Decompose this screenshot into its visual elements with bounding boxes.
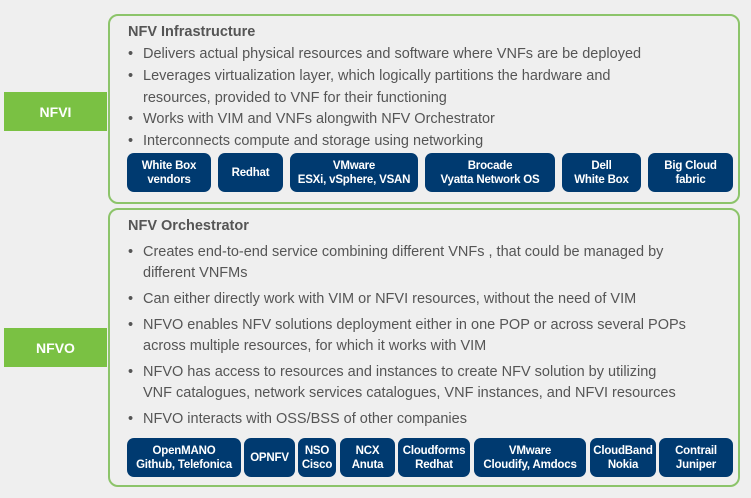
bullet-cont: VNF catalogues, network services catalog… [143, 385, 676, 401]
bullet: •Interconnects compute and storage using… [128, 133, 484, 149]
nfvi-panel: NFV Infrastructure •Delivers actual phys… [108, 14, 740, 204]
nfvo-title: NFV Orchestrator [128, 218, 249, 234]
bullet: •Delivers actual physical resources and … [128, 46, 642, 62]
vendor-chip: OPNFV [244, 438, 295, 477]
nfvi-label: NFVI [4, 92, 107, 131]
nfvi-title: NFV Infrastructure [128, 24, 256, 40]
bullet: •NFVO enables NFV solutions deployment e… [128, 317, 686, 333]
bullet: •Creates end-to-end service combining di… [128, 244, 664, 260]
bullet: •Can either directly work with VIM or NF… [128, 291, 637, 307]
nfvo-panel: NFV Orchestrator •Creates end-to-end ser… [108, 208, 740, 487]
vendor-chip: Redhat [218, 153, 283, 192]
bullet-cont: resources, provided to VNF for their fun… [143, 90, 447, 106]
bullet: •Leverages virtualization layer, which l… [128, 68, 611, 84]
bullet: •NFVO interacts with OSS/BSS of other co… [128, 411, 467, 427]
nfvo-label: NFVO [4, 328, 107, 367]
bullet: •NFVO has access to resources and instan… [128, 364, 657, 380]
bullet: •Works with VIM and VNFs alongwith NFV O… [128, 111, 495, 127]
bullet-cont: across multiple resources, for which it … [143, 338, 487, 354]
bullet-cont: different VNFMs [143, 265, 248, 281]
